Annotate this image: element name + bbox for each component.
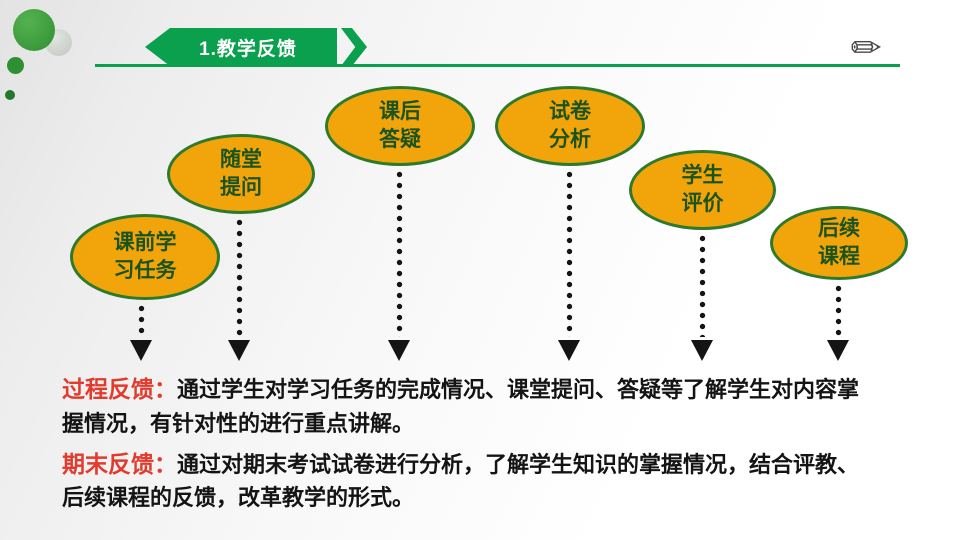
process-feedback-paragraph: 过程反馈：通过学生对学习任务的完成情况、课堂提问、答疑等了解学生对内容掌握情况，… <box>62 372 862 440</box>
down-arrow-icon <box>388 340 410 361</box>
bubble-text-line: 试卷 <box>549 99 591 123</box>
bubble-text-line: 学生 <box>681 163 724 187</box>
dotted-connector <box>236 217 243 337</box>
down-arrow-icon <box>691 340 713 361</box>
dotted-connector <box>566 169 573 337</box>
bubble-text-line: 课后 <box>379 99 421 123</box>
dotted-connector <box>835 283 842 337</box>
bubble-text-line: 习任务 <box>113 259 177 282</box>
flow-bubble-pre-class-task: 课前学 习任务 <box>70 214 220 300</box>
section-title-banner: 1.教学反馈 <box>145 28 337 66</box>
bubble-text-line: 随堂 <box>220 147 262 171</box>
feedback-text-block: 过程反馈：通过学生对学习任务的完成情况、课堂提问、答疑等了解学生对内容掌握情况，… <box>62 372 862 521</box>
final-feedback-text: 通过对期末考试试卷进行分析，了解学生知识的掌握情况，结合评教、后续课程的反馈，改… <box>62 451 860 511</box>
bubble-text-line: 后续 <box>818 216 860 240</box>
process-feedback-text: 通过学生对学习任务的完成情况、课堂提问、答疑等了解学生对内容掌握情况，有针对性的… <box>62 377 860 436</box>
chevron-right-icon <box>341 28 367 66</box>
decorative-circle-small-green <box>7 57 24 74</box>
decorative-circle-large-green <box>13 9 55 51</box>
section-title: 1.教学反馈 <box>199 38 297 60</box>
flow-bubble-in-class-questions: 随堂 提问 <box>167 134 315 214</box>
bubble-text-line: 答疑 <box>379 128 421 151</box>
down-arrow-icon <box>827 340 849 361</box>
final-feedback-paragraph: 期末反馈：通过对期末考试试卷进行分析，了解学生知识的掌握情况，结合评教、后续课程… <box>62 447 862 515</box>
process-feedback-label: 过程反馈： <box>62 376 177 402</box>
dotted-connector <box>699 233 706 337</box>
bubble-text-line: 评价 <box>681 192 724 215</box>
flow-bubble-exam-analysis: 试卷 分析 <box>495 86 645 166</box>
flow-bubble-student-evaluation: 学生 评价 <box>629 150 776 230</box>
bubble-text-line: 分析 <box>549 128 591 151</box>
flow-bubble-after-class-qa: 课后 答疑 <box>325 86 475 166</box>
bubble-text-line: 课前学 <box>113 230 177 254</box>
dotted-connector <box>138 303 145 337</box>
header-underline <box>95 64 900 67</box>
down-arrow-icon <box>558 340 580 361</box>
dotted-connector <box>396 169 403 337</box>
bubble-text-line: 课程 <box>818 245 860 268</box>
bubble-text-line: 提问 <box>220 176 262 199</box>
down-arrow-icon <box>130 340 152 361</box>
final-feedback-label: 期末反馈： <box>62 450 177 477</box>
down-arrow-icon <box>228 340 250 361</box>
flow-bubble-follow-up-courses: 后续 课程 <box>770 206 908 280</box>
decorative-circle-tiny-green <box>5 90 15 100</box>
